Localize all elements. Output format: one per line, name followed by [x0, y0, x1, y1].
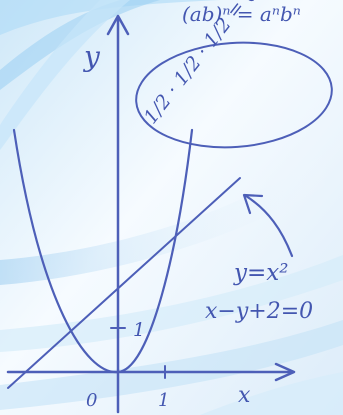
origin-label: 0	[86, 390, 97, 411]
y-axis	[106, 14, 130, 414]
arrow-icon	[242, 193, 294, 258]
straight-line	[7, 177, 241, 389]
y-axis-label: y	[82, 40, 101, 73]
equation-parabola: y=x²	[233, 260, 288, 286]
y-tick-label: 1	[133, 319, 145, 341]
parabola-curve	[12, 128, 194, 374]
x-tick-label: 1	[158, 390, 169, 411]
x-axis-label: x	[238, 383, 251, 408]
x-axis	[6, 362, 296, 382]
equation-line: x−y+2=0	[205, 299, 313, 324]
formula-top: (ab)ⁿ = aⁿbⁿ	[182, 2, 301, 26]
balloon	[135, 41, 333, 149]
